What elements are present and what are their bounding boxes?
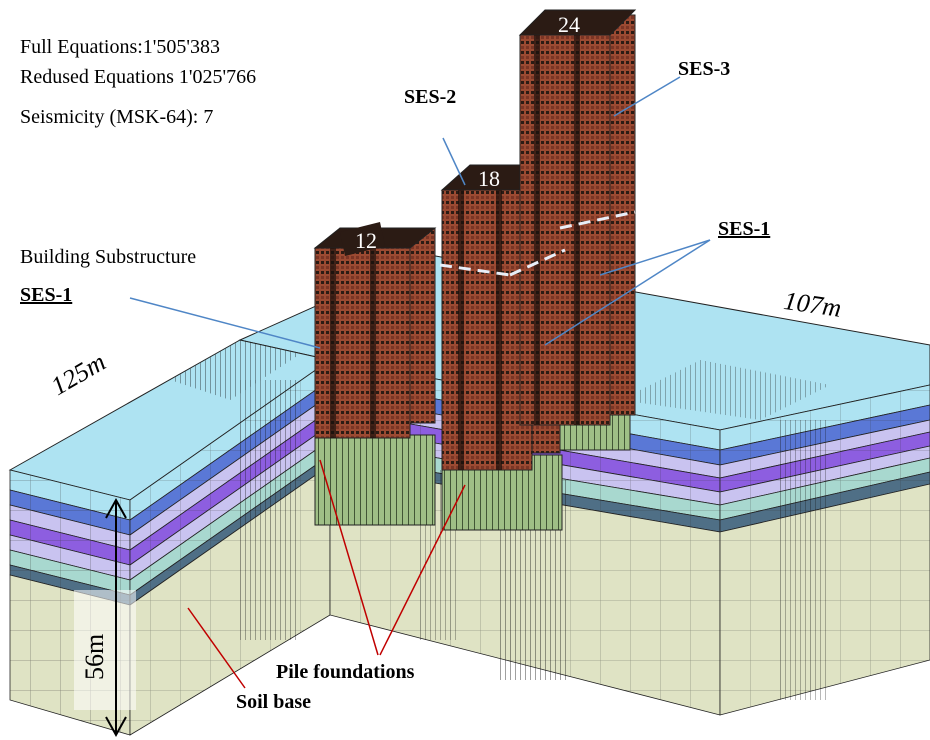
depth-dimension-arrow — [74, 497, 136, 738]
leader-ses1-b — [544, 239, 711, 346]
label-ses-2: SES-2 — [404, 86, 457, 108]
red-pointers — [187, 459, 466, 689]
dimension-56m: 56m — [80, 633, 109, 680]
tower-12: 12 — [313, 222, 437, 439]
ses-boundary-dashed — [439, 210, 636, 277]
label-ses-1-right: SES-1 — [718, 218, 771, 240]
pointer-soil — [187, 607, 246, 689]
info-reduced-equations: Redused Equations 1'025'766 — [20, 66, 257, 88]
leader-ses3 — [613, 76, 681, 117]
leader-lines — [129, 76, 711, 349]
label-building-substructure: Building Substructure — [20, 246, 197, 268]
tower-24: 24 — [518, 9, 637, 426]
leader-substructure — [129, 297, 321, 349]
label-pile-foundations: Pile foundations — [276, 661, 415, 683]
label-soil-base: Soil base — [236, 691, 312, 713]
info-seismicity: Seismicity (MSK-64): 7 — [20, 106, 214, 128]
leader-ses1-a — [599, 239, 711, 276]
label-ses-1-left: SES-1 — [20, 284, 73, 306]
leader-ses2 — [442, 137, 466, 186]
label-ses-3: SES-3 — [678, 58, 731, 80]
tower-24-floor-label: 24 — [558, 12, 580, 37]
tower-18-floor-label: 18 — [478, 166, 500, 191]
pointer-pile-1 — [319, 459, 379, 656]
tower-12-floor-label: 12 — [355, 228, 377, 253]
info-full-equations: Full Equations:1'505'383 — [20, 36, 220, 58]
pointer-pile-2 — [379, 484, 466, 656]
